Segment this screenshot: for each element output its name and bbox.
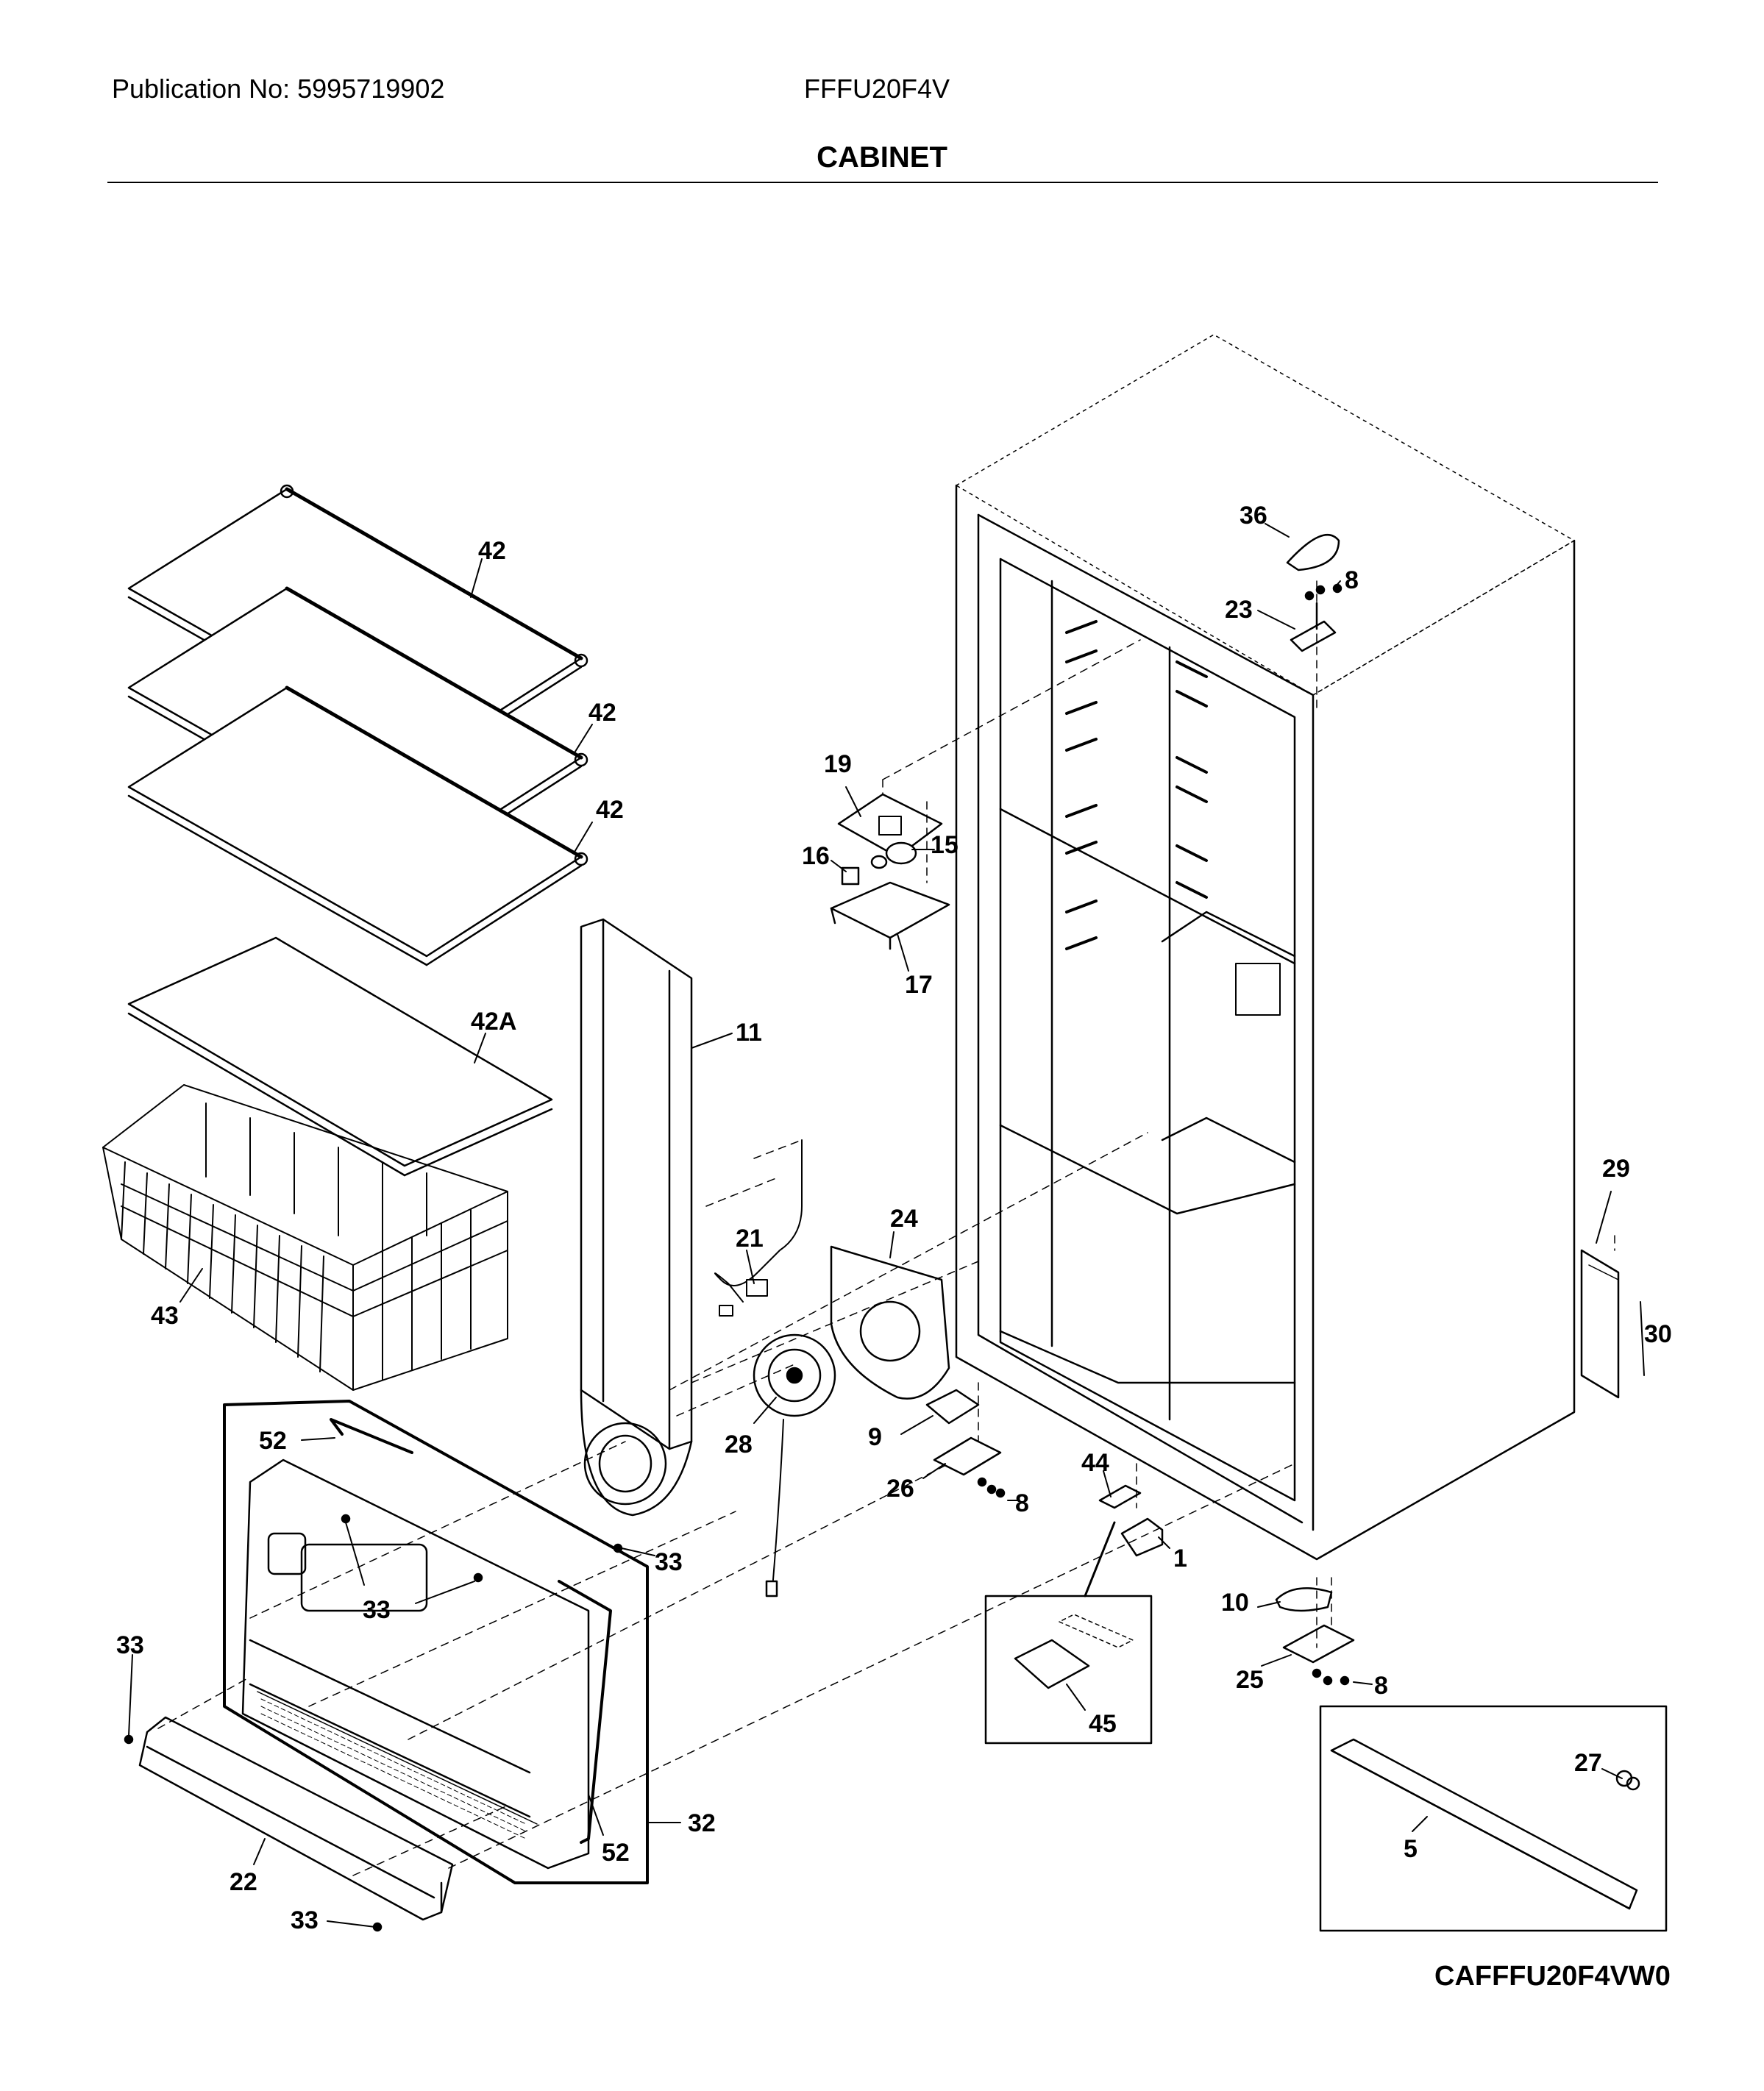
- cabinet-body: [955, 334, 1576, 1561]
- callout-42-middle: 42: [588, 699, 616, 727]
- callout-8-bottom: 8: [1374, 1672, 1388, 1700]
- assembly-lines: [157, 580, 1615, 1876]
- kit-box-45: [984, 1595, 1153, 1745]
- callout-33-bottom: 33: [291, 1906, 319, 1934]
- shelf-42-bottom: [127, 685, 588, 966]
- callout-44: 44: [1081, 1449, 1109, 1477]
- bottom-hinge-25: [1282, 1624, 1355, 1686]
- screws-33: [124, 1514, 623, 1932]
- model-number: FFFU20F4V: [804, 74, 950, 104]
- clip-27: [1615, 1770, 1640, 1791]
- callout-19: 19: [824, 750, 852, 778]
- top-hinge-23: [1290, 583, 1342, 652]
- light-bulb-15: [870, 841, 917, 869]
- callout-9: 9: [868, 1423, 882, 1451]
- callout-45: 45: [1089, 1710, 1117, 1738]
- kick-plate-22: [138, 1716, 454, 1921]
- gasket-52-right: [558, 1580, 612, 1844]
- callout-42-top: 42: [478, 537, 506, 565]
- callout-32: 32: [688, 1809, 716, 1837]
- callout-22: 22: [230, 1868, 257, 1896]
- callout-36: 36: [1240, 502, 1267, 530]
- callout-25: 25: [1236, 1666, 1264, 1694]
- evaporator-cover-11: [580, 918, 693, 1517]
- rear-grille-29: [1580, 1249, 1620, 1399]
- callout-26: 26: [886, 1475, 914, 1503]
- bottom-hinge-26: [933, 1436, 1006, 1498]
- callout-28: 28: [725, 1431, 753, 1458]
- callout-8-mid: 8: [1015, 1489, 1029, 1517]
- callout-23: 23: [1225, 596, 1253, 624]
- publication-number: Publication No: 5995719902: [112, 74, 445, 104]
- fan-motor-28: [753, 1333, 836, 1597]
- callout-27: 27: [1574, 1749, 1602, 1777]
- kick-plate-panel-32: [241, 1458, 590, 1870]
- handle-5: [1330, 1738, 1638, 1910]
- basket-cover-42A: [127, 936, 553, 1177]
- callout-42-bottom: 42: [596, 796, 624, 824]
- bracket-44: [1098, 1484, 1142, 1509]
- callout-43: 43: [151, 1302, 179, 1330]
- callout-33-duct: 33: [655, 1548, 683, 1576]
- callout-33-panel: 33: [363, 1596, 391, 1624]
- callout-8-top: 8: [1345, 566, 1359, 594]
- kit-box-32: [223, 1400, 649, 1884]
- callout-11: 11: [736, 1019, 762, 1047]
- callout-10: 10: [1221, 1589, 1249, 1617]
- callout-21: 21: [736, 1225, 764, 1253]
- header-rule: [107, 182, 1658, 183]
- callout-16: 16: [802, 842, 830, 870]
- callout-52-top: 52: [259, 1427, 287, 1455]
- leader-lines: [128, 523, 1645, 1928]
- section-title: CABINET: [817, 141, 947, 174]
- hinge-cover-36: [1286, 533, 1340, 571]
- callout-17: 17: [905, 971, 933, 999]
- callout-5: 5: [1404, 1835, 1418, 1863]
- fan-shroud-24: [830, 1245, 950, 1400]
- gasket-52-left: [330, 1418, 413, 1454]
- wire-basket-43: [102, 1084, 508, 1391]
- light-housing-19: [837, 793, 943, 858]
- callout-30: 30: [1644, 1320, 1672, 1348]
- fan-wiring-21: [714, 1139, 803, 1317]
- door-stop-45: [1014, 1614, 1134, 1689]
- kit-box-5: [1319, 1705, 1668, 1932]
- callout-52-bottom: 52: [602, 1839, 630, 1867]
- hinge-cover-10: [1275, 1587, 1333, 1612]
- cam-9: [925, 1389, 980, 1425]
- callout-29: 29: [1602, 1155, 1630, 1183]
- callout-33-left: 33: [116, 1631, 144, 1659]
- light-shield-17: [830, 881, 950, 950]
- callout-24: 24: [890, 1205, 918, 1233]
- callout-42A: 42A: [471, 1008, 516, 1036]
- callout-labels: 42 42 42 42A 43 11 19 15 16 17 36 8 23 2…: [116, 502, 1672, 1934]
- callout-15: 15: [931, 831, 959, 859]
- callout-1: 1: [1173, 1545, 1187, 1572]
- drawing-code: CAFFFU20F4VW0: [1434, 1961, 1671, 1992]
